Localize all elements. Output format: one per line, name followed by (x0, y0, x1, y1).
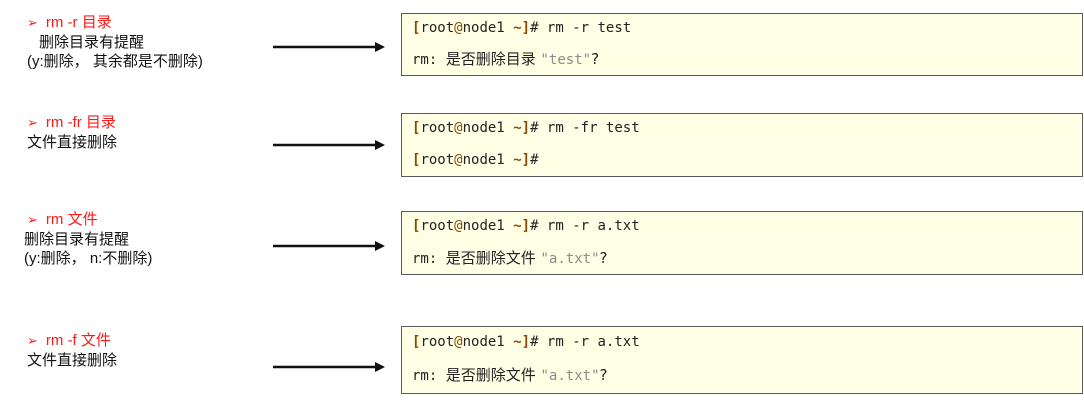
right-arrow-icon (273, 362, 385, 372)
terminal-box: [root@node1 ~]# rm -r a.txt rm: 是否删除文件 "… (401, 211, 1083, 275)
description-line: 文件直接删除 (27, 352, 118, 369)
heading: ➢ rm -f 文件 (27, 331, 277, 351)
row-rm-file: ➢ rm 文件 删除目录有提醒 (y:删除， n:不删除) [root@node1… (0, 210, 1084, 280)
bullet-arrow-icon: ➢ (27, 333, 38, 348)
right-arrow-icon (273, 140, 385, 150)
terminal-line-command: [root@node1 ~]# rm -r a.txt (412, 218, 640, 234)
bullet-arrow-icon: ➢ (27, 212, 38, 227)
label-block: ➢ rm -fr 目录 文件直接删除 (27, 113, 277, 152)
terminal-line-prompt: [root@node1 ~]# (412, 152, 539, 168)
heading-text: rm -f 文件 (45, 332, 111, 349)
terminal-line-message: rm: 是否删除文件 "a.txt"? (412, 366, 608, 384)
right-arrow-icon (273, 42, 385, 52)
right-arrow-icon (273, 241, 385, 251)
description-line: (y:删除， 其余都是不删除) (27, 53, 203, 70)
heading: ➢ rm 文件 (27, 210, 277, 230)
description-line: 文件直接删除 (27, 134, 118, 151)
row-rm-r-directory: ➢ rm -r 目录 删除目录有提醒 (y:删除， 其余都是不删除) [root@… (0, 13, 1084, 83)
terminal-box: [root@node1 ~]# rm -fr test [root@node1 … (401, 113, 1083, 177)
label-block: ➢ rm -f 文件 文件直接删除 (27, 331, 277, 370)
command-text: rm -r a.txt (546, 218, 640, 234)
command-text: rm -fr test (546, 120, 640, 136)
terminal-line-command: [root@node1 ~]# rm -fr test (412, 120, 640, 136)
row-rm-f-file: ➢ rm -f 文件 文件直接删除 [root@node1 ~]# rm -r a… (0, 326, 1084, 401)
heading-text: rm -fr 目录 (45, 114, 116, 131)
terminal-box: [root@node1 ~]# rm -r a.txt rm: 是否删除文件 "… (401, 326, 1083, 394)
heading: ➢ rm -fr 目录 (27, 113, 277, 133)
label-block: ➢ rm -r 目录 删除目录有提醒 (y:删除， 其余都是不删除) (27, 13, 277, 71)
terminal-line-message: rm: 是否删除文件 "a.txt"? (412, 249, 608, 267)
terminal-line-command: [root@node1 ~]# rm -r test (412, 20, 632, 36)
description-line: 删除目录有提醒 (24, 231, 130, 248)
terminal-box: [root@node1 ~]# rm -r test rm: 是否删除目录 "t… (401, 13, 1083, 76)
description-line: (y:删除， n:不删除) (24, 250, 153, 267)
bullet-arrow-icon: ➢ (27, 115, 38, 130)
description-line: 删除目录有提醒 (39, 34, 145, 51)
heading: ➢ rm -r 目录 (27, 13, 277, 33)
bullet-arrow-icon: ➢ (27, 15, 38, 30)
terminal-line-command: [root@node1 ~]# rm -r a.txt (412, 334, 640, 350)
command-text: rm -r a.txt (546, 334, 640, 350)
terminal-line-message: rm: 是否删除目录 "test"? (412, 50, 600, 68)
heading-text: rm -r 目录 (45, 14, 112, 31)
row-rm-fr-directory: ➢ rm -fr 目录 文件直接删除 [root@node1 ~]# rm -fr… (0, 113, 1084, 183)
label-block: ➢ rm 文件 删除目录有提醒 (y:删除， n:不删除) (24, 210, 277, 268)
command-text: rm -r test (546, 20, 632, 36)
heading-text: rm 文件 (45, 211, 98, 228)
